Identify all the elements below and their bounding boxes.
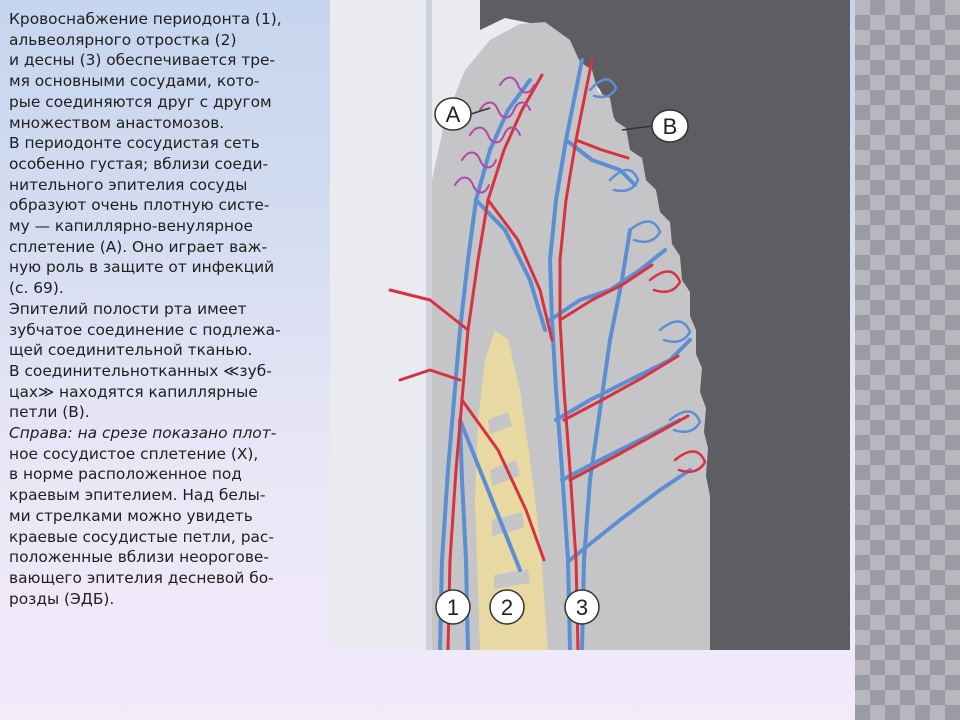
label-2-marker: 2 [489,589,525,625]
label-b: B [663,114,678,139]
text-line: рые соединяются друг с другом [9,92,272,111]
blood-vessel-network [388,58,707,650]
text-line: особенно густая; вблизи соеди- [9,154,269,173]
label-a: A [446,102,461,127]
alveolar-bone [475,330,548,650]
text-line: множеством анастомозов. [9,113,225,132]
text-line: нительного эпителия сосуды [9,175,248,194]
text-line: розды (ЭДБ). [9,589,115,608]
text-line-italic: Справа: на срезе показано плот- [9,424,277,443]
text-line: краевым эпителием. Над белы- [9,486,266,505]
label-b-marker: B [621,109,689,143]
arteries [388,58,690,650]
text-line: (с. 69). [9,279,64,298]
label-2: 2 [501,595,513,620]
capillary-loops [588,78,707,473]
text-line: цах≫ находятся капиллярные [9,382,258,401]
capillary-venular-plexus [454,76,535,194]
label-1-marker: 1 [435,589,471,625]
label-3: 3 [576,595,588,620]
slide-text: Кровоснабжение периодонта (1), альвеоляр… [9,9,324,609]
tooth-edge [426,0,432,650]
decorative-pattern-strip [855,0,960,720]
text-line: му — капиллярно-венулярное [9,217,253,236]
text-line: положенные вблизи неорогове- [9,548,269,567]
label-a-marker: A [434,97,491,131]
label-3-marker: 3 [564,589,600,625]
text-line: В соединительнотканных ≪зуб- [9,361,272,380]
text-line: петли (В). [9,403,90,422]
text-line: и десны (3) обеспечивается тре- [9,51,276,70]
text-line: сплетение (А). Оно играет важ- [9,237,268,256]
text-line: ное сосудистое сплетение (X), [9,444,259,463]
label-1: 1 [447,595,459,620]
bone-marrow-spaces [488,412,530,589]
text-line: мя основными сосудами, кото- [9,72,260,91]
text-line: вающего эпителия десневой бо- [9,568,274,587]
text-line: щей соединительной тканью. [9,341,253,360]
text-line: Эпителий полости рта имеет [9,299,247,318]
text-line: краевые сосудистые петли, рас- [9,527,274,546]
text-line: в норме расположенное под [9,465,242,484]
blood-supply-illustration: A B 1 2 3 [330,0,850,650]
text-line: В периодонте сосудистая сеть [9,134,260,153]
text-line: Кровоснабжение периодонта (1), [9,10,282,28]
text-line: образуют очень плотную систе- [9,196,270,215]
text-line: ную роль в защите от инфекций [9,258,275,277]
text-line: зубчатое соединение с подлежа- [9,320,281,339]
text-line: альвеолярного отростка (2) [9,30,237,49]
oral-epithelium [480,0,850,650]
text-line: ми стрелками можно увидеть [9,506,253,525]
